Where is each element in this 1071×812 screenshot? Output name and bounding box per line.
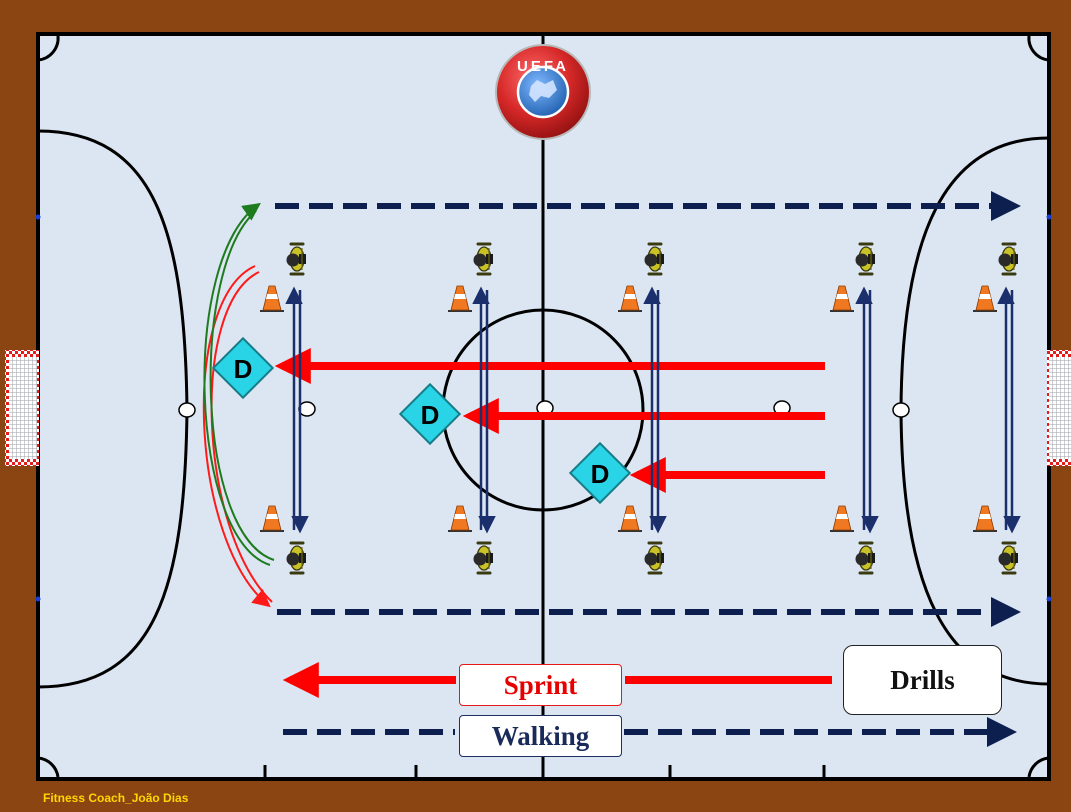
goal-net-icon-right [1047, 350, 1071, 466]
sprint-legend-label: Sprint [459, 664, 622, 706]
defender-2: D [399, 383, 461, 445]
goal-net-icon-left [5, 350, 39, 466]
defender-3: D [569, 442, 631, 504]
corner-arc-br [1027, 756, 1050, 778]
green-curve-path [203, 202, 271, 566]
drills-legend-label: Drills [843, 645, 1002, 715]
defender-1: D [212, 337, 274, 399]
shuttle-arrows [294, 290, 1012, 530]
author-credit: Fitness Coach_João Dias [43, 791, 189, 805]
defender-label: D [421, 400, 440, 430]
defender-label: D [591, 459, 610, 489]
red-curve-path [202, 265, 271, 608]
defender-label: D [234, 354, 253, 384]
corner-arc-tr [1027, 35, 1050, 62]
uefa-logo-text: UEFA [517, 58, 569, 75]
uefa-logo-icon: UEFA [495, 44, 591, 140]
corner-arc-bl [37, 756, 60, 778]
walking-legend-label: Walking [459, 715, 622, 757]
corner-arc-tl [37, 35, 60, 62]
